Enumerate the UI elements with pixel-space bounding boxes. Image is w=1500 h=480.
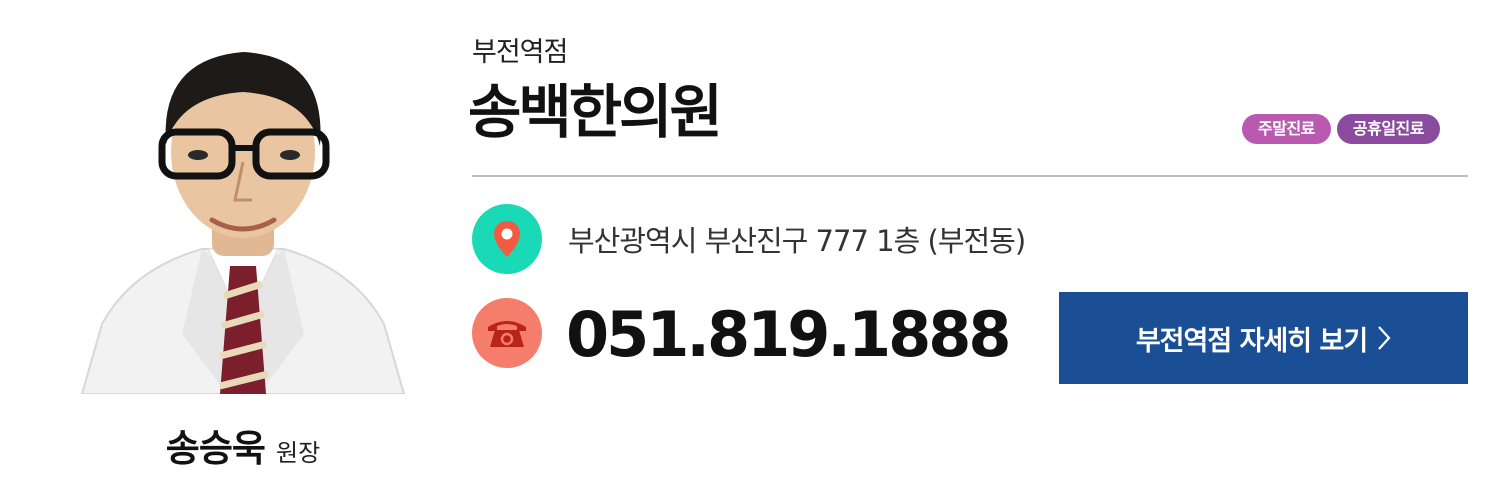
- tag-holiday: 공휴일진료: [1336, 114, 1440, 144]
- doctor-name: 송승욱: [165, 427, 266, 470]
- address-text: 부산광역시 부산진구 777 1층 (부전동): [568, 224, 1026, 258]
- clinic-name: 송백한의원: [468, 78, 723, 146]
- doctor-photo: [62, 34, 424, 394]
- chevron-right-icon: [1377, 325, 1391, 351]
- phone-number[interactable]: 051.819.1888: [566, 298, 1012, 371]
- divider: [472, 175, 1468, 177]
- doctor-title: 원장: [276, 439, 321, 467]
- telephone-icon: [472, 298, 542, 368]
- branch-detail-button[interactable]: 부전역점 자세히 보기: [1059, 292, 1468, 384]
- location-pin-icon: [472, 204, 542, 274]
- branch-detail-label: 부전역점 자세히 보기: [1135, 325, 1368, 357]
- branch-name: 부전역점: [472, 37, 568, 68]
- tag-weekend: 주말진료: [1242, 114, 1331, 144]
- doctor-caption: 송승욱 원장: [62, 418, 424, 472]
- service-tags: 주말진료 공휴일진료: [1242, 114, 1440, 144]
